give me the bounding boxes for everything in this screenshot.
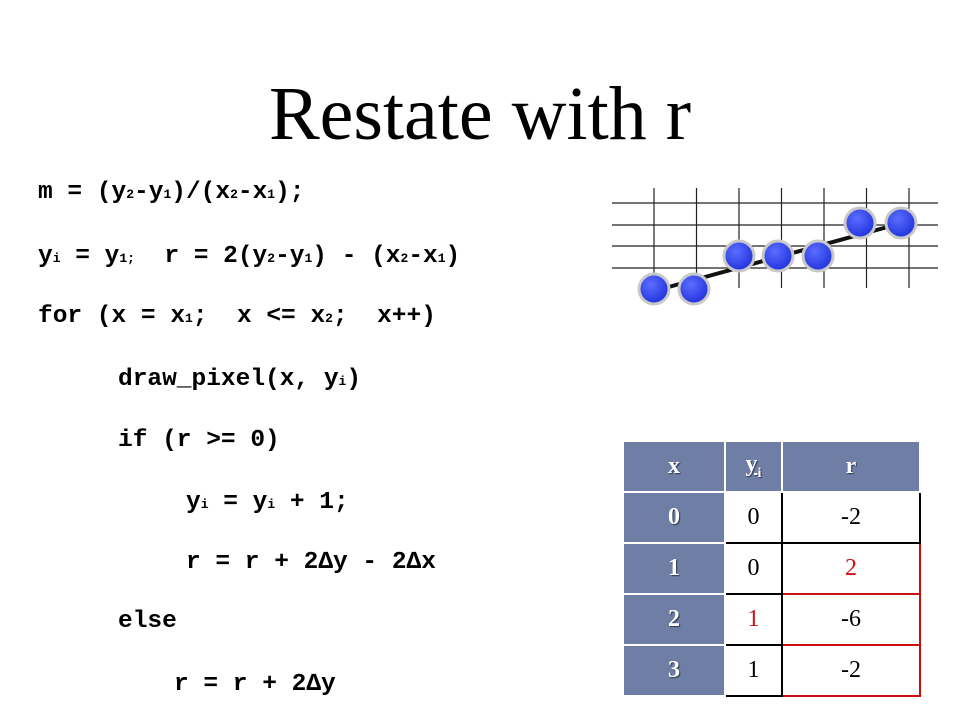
code-text: for (x = x bbox=[38, 303, 186, 330]
code-line-r-update-straight: r = r + 2∆y bbox=[174, 670, 336, 700]
code-line-y-increment: yi = yi + 1; bbox=[186, 488, 349, 520]
cell-yi-highlighted: 1 bbox=[724, 593, 783, 646]
code-text: ) - (x bbox=[312, 243, 401, 270]
code-text: y bbox=[186, 489, 201, 516]
code-text: -y bbox=[134, 179, 164, 206]
code-text: )/(x bbox=[171, 179, 231, 206]
code-text: ; x <= x bbox=[192, 303, 326, 330]
code-subscript: i bbox=[52, 251, 61, 266]
raster-pixel bbox=[761, 239, 795, 273]
code-text: -x bbox=[408, 243, 438, 270]
raster-pixel bbox=[801, 239, 835, 273]
code-subscript: 1 bbox=[437, 251, 446, 266]
code-subscript: 2 bbox=[400, 251, 409, 266]
raster-pixel bbox=[843, 206, 877, 240]
code-line-r-update-diagonal: r = r + 2∆y - 2∆x bbox=[186, 548, 436, 578]
bresenham-table: x yi r 0 0 -2 1 0 2 2 1 -6 3 1 -2 bbox=[622, 440, 921, 697]
cell-x: 2 bbox=[622, 593, 726, 646]
cell-r: -2 bbox=[781, 644, 921, 697]
raster-pixel bbox=[677, 272, 711, 306]
cell-x: 3 bbox=[622, 644, 726, 697]
code-subscript: i bbox=[200, 497, 209, 512]
raster-pixel bbox=[722, 239, 756, 273]
code-text: -y bbox=[275, 243, 305, 270]
cell-yi: 0 bbox=[724, 491, 783, 544]
code-subscript: i bbox=[267, 497, 276, 512]
code-subscript: 1; bbox=[119, 251, 135, 266]
code-text: m = (y bbox=[38, 179, 127, 206]
header-r: r bbox=[781, 440, 921, 493]
table-row: 0 0 -2 bbox=[622, 491, 921, 544]
cell-r: -6 bbox=[781, 593, 921, 646]
code-text: r = 2(y bbox=[134, 243, 268, 270]
code-text: ) bbox=[445, 243, 461, 270]
code-text: y bbox=[38, 243, 53, 270]
code-line-draw-pixel: draw_pixel(x, yi) bbox=[118, 365, 361, 397]
cell-yi: 0 bbox=[724, 542, 783, 595]
table-row: 2 1 -6 bbox=[622, 593, 921, 646]
table-row: 1 0 2 bbox=[622, 542, 921, 595]
table-header-row: x yi r bbox=[622, 440, 921, 493]
code-line-else: else bbox=[118, 607, 177, 637]
code-text: ); bbox=[275, 179, 305, 206]
code-line-init: yi = y1; r = 2(y2-y1) - (x2-x1) bbox=[38, 242, 460, 274]
code-subscript: 2 bbox=[230, 187, 238, 202]
code-subscript: 1 bbox=[163, 187, 172, 202]
code-line-slope: m = (y2-y1)/(x2-x1); bbox=[38, 178, 305, 210]
code-subscript: 2 bbox=[267, 251, 276, 266]
header-x: x bbox=[622, 440, 726, 493]
code-text: r = r + 2∆y bbox=[174, 671, 336, 698]
code-subscript: 2 bbox=[126, 187, 135, 202]
cell-r: -2 bbox=[781, 491, 921, 544]
code-text: ; x++) bbox=[332, 303, 436, 330]
code-text: -x bbox=[237, 179, 268, 206]
table-row: 3 1 -2 bbox=[622, 644, 921, 697]
code-subscript: 1 bbox=[304, 251, 313, 266]
raster-pixel bbox=[884, 206, 918, 240]
code-text: ) bbox=[346, 366, 362, 393]
code-text: else bbox=[118, 608, 177, 635]
code-text: draw_pixel(x, y bbox=[118, 366, 339, 393]
cell-r-highlighted: 2 bbox=[781, 542, 921, 595]
code-text: = y bbox=[60, 243, 120, 270]
header-yi: yi bbox=[724, 440, 783, 493]
code-line-for: for (x = x1; x <= x2; x++) bbox=[38, 302, 436, 334]
code-text: = y bbox=[208, 489, 268, 516]
raster-pixel bbox=[637, 272, 671, 306]
code-text: + 1; bbox=[275, 489, 349, 516]
code-text: r = r + 2∆y - 2∆x bbox=[186, 549, 436, 576]
slide-title: Restate with r bbox=[268, 72, 692, 156]
code-subscript: 1 bbox=[185, 311, 193, 326]
code-line-if: if (r >= 0) bbox=[118, 426, 280, 456]
code-subscript: 2 bbox=[325, 311, 333, 326]
cell-x: 1 bbox=[622, 542, 726, 595]
code-text: if (r >= 0) bbox=[118, 427, 280, 454]
pixel-grid bbox=[612, 188, 938, 288]
cell-yi: 1 bbox=[724, 644, 783, 697]
code-subscript: i bbox=[338, 374, 347, 389]
code-subscript: 1 bbox=[267, 187, 276, 202]
cell-x: 0 bbox=[622, 491, 726, 544]
